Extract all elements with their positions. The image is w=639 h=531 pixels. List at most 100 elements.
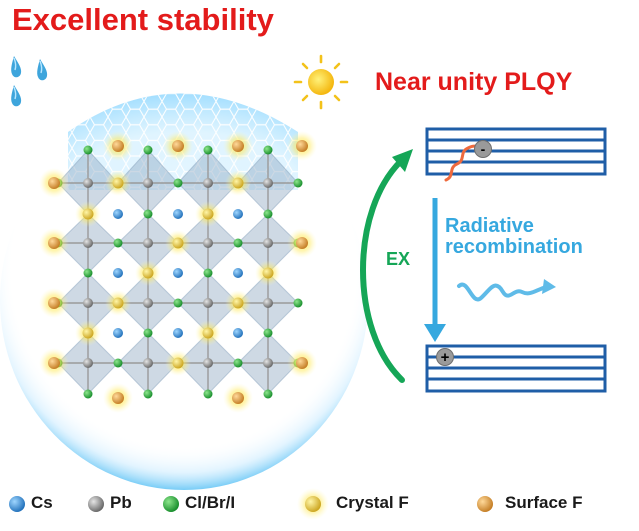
electron bbox=[474, 140, 492, 158]
cs-atom bbox=[233, 268, 243, 278]
crystal-f-atom bbox=[82, 327, 94, 339]
plqy-title: Near unity PLQY bbox=[375, 68, 573, 96]
halide-atom bbox=[203, 145, 213, 155]
pb-atom bbox=[263, 178, 273, 188]
pb-atom bbox=[263, 238, 273, 248]
halide-atom bbox=[143, 389, 153, 399]
crystal-f-atom bbox=[172, 237, 184, 249]
recombination-label-line2: recombination bbox=[445, 236, 583, 258]
surface-f-atom bbox=[112, 140, 124, 152]
pb-atom bbox=[143, 298, 153, 308]
legend-surface-f-label: Surface F bbox=[505, 493, 583, 512]
hole-sign: + bbox=[441, 349, 450, 366]
legend-cs-icon bbox=[9, 496, 25, 512]
recombination-arrow-head bbox=[424, 324, 446, 342]
pb-atom bbox=[83, 178, 93, 188]
cs-atom bbox=[173, 268, 183, 278]
halide-atom bbox=[113, 358, 123, 368]
crystal-f-atom bbox=[232, 297, 244, 309]
cs-atom bbox=[113, 328, 123, 338]
pb-atom bbox=[83, 238, 93, 248]
crystal-f-atom bbox=[232, 177, 244, 189]
surface-f-atom bbox=[112, 392, 124, 404]
excitation-arrow-head bbox=[392, 149, 413, 172]
cs-atom bbox=[113, 268, 123, 278]
excitation-label: EX bbox=[386, 249, 411, 269]
cs-atom bbox=[173, 209, 183, 219]
legend-crystal-f-icon bbox=[305, 496, 321, 512]
recombination-label-line1: Radiative bbox=[445, 215, 534, 237]
pb-atom bbox=[203, 358, 213, 368]
crystal-f-atom bbox=[112, 177, 124, 189]
pb-atom bbox=[143, 238, 153, 248]
halide-atom bbox=[233, 358, 243, 368]
halide-atom bbox=[143, 145, 153, 155]
surface-f-atom bbox=[48, 297, 60, 309]
stability-title: Excellent stability bbox=[12, 2, 274, 37]
halide-atom bbox=[143, 328, 153, 338]
water-drop-icon bbox=[11, 56, 48, 107]
sun-icon bbox=[293, 54, 349, 110]
pb-atom bbox=[83, 298, 93, 308]
halide-atom bbox=[173, 178, 183, 188]
legend-pb-icon bbox=[88, 496, 104, 512]
surface-f-atom bbox=[296, 357, 308, 369]
valence-band bbox=[425, 344, 607, 393]
crystal-f-atom bbox=[172, 357, 184, 369]
legend-pb-label: Pb bbox=[110, 493, 132, 512]
conduction-band bbox=[425, 127, 607, 176]
pb-atom bbox=[203, 178, 213, 188]
pb-atom bbox=[203, 298, 213, 308]
halide-atom bbox=[83, 268, 93, 278]
halide-atom bbox=[233, 238, 243, 248]
crystal-f-atom bbox=[112, 297, 124, 309]
emission-wave-icon bbox=[457, 279, 556, 302]
halide-atom bbox=[263, 389, 273, 399]
surface-f-atom bbox=[48, 177, 60, 189]
halide-atom bbox=[83, 145, 93, 155]
legend-surface-f-icon bbox=[477, 496, 493, 512]
pb-atom bbox=[143, 358, 153, 368]
legend-halide-label: Cl/Br/I bbox=[185, 493, 236, 512]
pb-atom bbox=[143, 178, 153, 188]
legend-crystal-f-label: Crystal F bbox=[336, 493, 409, 512]
pb-atom bbox=[203, 238, 213, 248]
halide-atom bbox=[143, 209, 153, 219]
pb-atom bbox=[263, 298, 273, 308]
halide-atom bbox=[203, 268, 213, 278]
surface-f-atom bbox=[172, 140, 184, 152]
crystal-f-atom bbox=[202, 208, 214, 220]
legend-cs-label: Cs bbox=[31, 493, 53, 512]
pb-atom bbox=[83, 358, 93, 368]
crystal-f-atom bbox=[82, 208, 94, 220]
hole bbox=[436, 348, 454, 366]
surface-f-atom bbox=[48, 357, 60, 369]
recombination-label: Radiative recombination bbox=[445, 216, 583, 258]
halide-atom bbox=[263, 209, 273, 219]
halide-atom bbox=[263, 145, 273, 155]
excitation-arrow bbox=[360, 157, 405, 383]
energy-diagram: - + bbox=[360, 127, 607, 393]
halide-atom bbox=[293, 298, 303, 308]
cs-atom bbox=[113, 209, 123, 219]
pb-atom bbox=[263, 358, 273, 368]
surface-f-atom bbox=[296, 140, 308, 152]
halide-atom bbox=[173, 298, 183, 308]
halide-atom bbox=[203, 389, 213, 399]
surface-f-atom bbox=[232, 140, 244, 152]
crystal-f-atom bbox=[262, 267, 274, 279]
halide-atom bbox=[113, 238, 123, 248]
electron-sign: - bbox=[481, 141, 486, 157]
halide-atom bbox=[83, 389, 93, 399]
halide-atom bbox=[293, 178, 303, 188]
cs-atom bbox=[233, 209, 243, 219]
surface-f-atom bbox=[232, 392, 244, 404]
halide-atom bbox=[263, 328, 273, 338]
legend-halide-icon bbox=[163, 496, 179, 512]
crystal-f-atom bbox=[142, 267, 154, 279]
crystal-f-atom bbox=[202, 327, 214, 339]
cs-atom bbox=[233, 328, 243, 338]
surface-f-atom bbox=[296, 237, 308, 249]
